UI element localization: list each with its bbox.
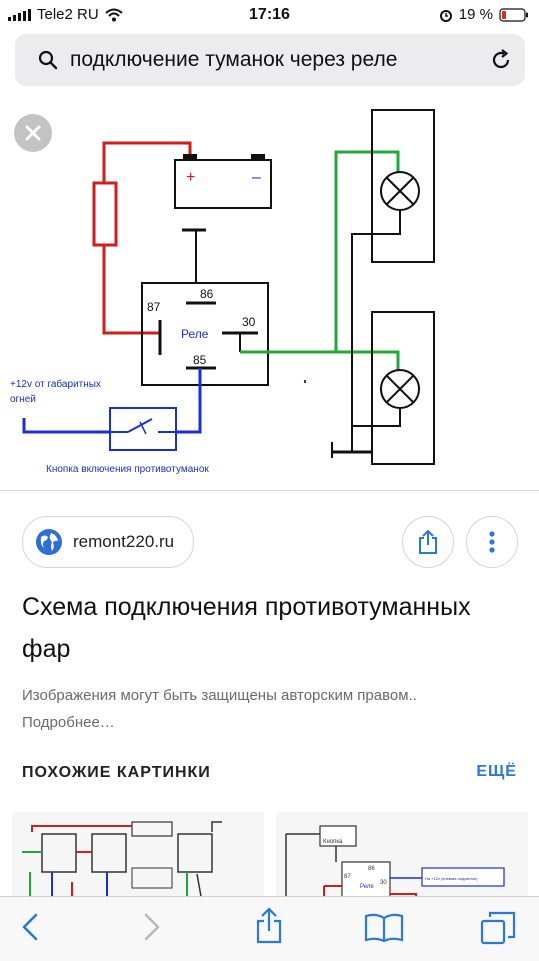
battery-icon	[499, 7, 528, 22]
battery-symbol: + –	[174, 154, 272, 209]
status-right: 19 %	[439, 6, 529, 23]
pin-86-label: 86	[200, 287, 214, 301]
pin-85-label: 85	[193, 353, 207, 367]
wiring-diagram: + – 87 86 30 85 Реле	[10, 109, 435, 475]
signal-bars-icon	[8, 8, 31, 21]
divider	[0, 490, 539, 491]
pin-87-label: 87	[147, 300, 161, 314]
relay-label: Реле	[181, 327, 209, 341]
alarm-icon	[439, 9, 452, 22]
reload-icon[interactable]	[489, 48, 513, 72]
similar-thumbnail-1[interactable]	[12, 812, 264, 902]
status-left: Tele2 RU	[8, 6, 123, 23]
more-vertical-icon	[489, 531, 495, 553]
bookmarks-icon[interactable]	[364, 913, 404, 943]
back-icon[interactable]	[20, 911, 42, 943]
source-domain: remont220.ru	[73, 532, 175, 551]
red-wire	[102, 141, 192, 183]
fuse	[92, 181, 118, 247]
battery-minus-label: –	[252, 169, 261, 186]
close-icon[interactable]	[14, 114, 52, 152]
status-time: 17:16	[249, 6, 290, 23]
thumbnail-2-pin-30: 30	[380, 880, 387, 886]
green-wire-lower	[336, 350, 400, 370]
forward-icon[interactable]	[140, 911, 162, 943]
red-wire-lower	[102, 245, 160, 335]
copyright-notice[interactable]: Изображения могут быть защищены авторски…	[22, 687, 417, 731]
similar-images-heading: ПОХОЖИЕ КАРТИНКИ	[22, 764, 211, 781]
thumbnail-2-button-label: Кнопка	[323, 839, 343, 845]
bottom-toolbar	[0, 896, 539, 961]
source-label-line2: огней	[10, 394, 36, 405]
globe-icon	[36, 529, 62, 555]
share-icon[interactable]	[254, 907, 284, 945]
carrier-name: Tele2 RU	[37, 6, 99, 23]
wifi-icon	[105, 8, 123, 21]
thumbnail-2-diagram: Кнопка 86 87 Реле 30 На +12v (клемма под…	[285, 825, 505, 902]
close-x-icon	[25, 125, 41, 141]
search-icon	[38, 50, 58, 70]
button-caption: Кнопка включения противотуманок	[46, 464, 209, 475]
source-link[interactable]: remont220.ru	[22, 516, 194, 568]
relay-symbol: 87 86 30 85 Реле	[141, 282, 269, 386]
share-icon	[419, 529, 437, 554]
switch-symbol	[109, 407, 177, 451]
pin-30-label: 30	[242, 315, 256, 329]
thumbnail-2-relay-label: Реле	[360, 884, 374, 890]
battery-percent: 19 %	[458, 6, 493, 23]
more-similar-link[interactable]: ЕЩЁ	[476, 763, 517, 780]
similar-thumbnail-2[interactable]: Кнопка 86 87 Реле 30 На +12v (клемма под…	[276, 812, 528, 902]
fog-lamp-top	[371, 109, 435, 263]
search-query[interactable]: подключение туманок через реле	[70, 48, 398, 71]
tabs-icon[interactable]	[480, 911, 516, 945]
more-options-button[interactable]	[466, 516, 518, 568]
green-wire	[240, 150, 400, 354]
result-image[interactable]: + – 87 86 30 85 Реле	[0, 100, 539, 490]
source-label-line1: +12v от габаритных	[10, 378, 101, 390]
thumbnail-2-pin-86: 86	[368, 866, 375, 872]
thumbnail-2-note: На +12v (клемма подсветки)	[425, 876, 478, 881]
share-button[interactable]	[402, 516, 454, 568]
result-title[interactable]: Схема подключения противотуманных фар	[22, 593, 471, 663]
battery-plus-label: +	[186, 169, 195, 186]
thumbnail-1-diagram	[22, 821, 222, 902]
thumbnail-2-pin-87: 87	[344, 874, 351, 880]
status-bar: Tele2 RU 17:16 19 %	[0, 0, 539, 30]
fog-lamp-bottom	[371, 311, 435, 465]
address-bar[interactable]: подключение туманок через реле	[15, 34, 525, 86]
